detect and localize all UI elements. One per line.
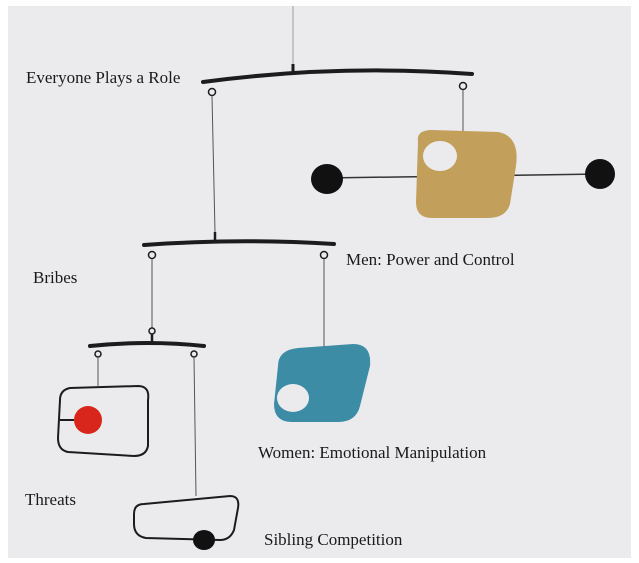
label-men-power-control: Men: Power and Control — [346, 250, 515, 269]
photo-frame: Everyone Plays a Role Bribes Men: Power … — [8, 6, 631, 558]
wire-frame-black — [133, 494, 240, 542]
ring-lower-left — [94, 350, 102, 358]
ring-middle-right — [319, 250, 329, 260]
ring-lower-right — [190, 350, 198, 358]
ring-top-right — [458, 81, 468, 91]
ring-middle-left — [147, 250, 157, 260]
red-disc — [74, 406, 102, 434]
ring-top-left — [207, 87, 217, 97]
label-sibling-competition: Sibling Competition — [264, 530, 403, 549]
black-disc-left — [311, 164, 343, 194]
tan-plate-hole — [423, 141, 457, 171]
tan-plate — [416, 130, 517, 218]
black-disc-right — [585, 159, 615, 189]
middle-bar — [142, 239, 336, 247]
top-bar — [201, 68, 474, 84]
label-everyone-plays-a-role: Everyone Plays a Role — [26, 68, 181, 87]
blue-plate-hole — [277, 384, 309, 412]
mobile-sculpture — [56, 6, 615, 550]
lower-bar — [88, 341, 206, 348]
label-threats: Threats — [25, 490, 76, 509]
string-to-middle-bar — [211, 95, 216, 233]
black-disc-bottom — [193, 530, 215, 550]
label-bribes: Bribes — [33, 268, 78, 287]
ring-lower-pivot — [148, 327, 156, 335]
string-to-black-frame — [193, 356, 197, 497]
label-women-emotional-manipulation: Women: Emotional Manipulation — [258, 443, 487, 462]
wire-frame-red — [56, 384, 150, 458]
